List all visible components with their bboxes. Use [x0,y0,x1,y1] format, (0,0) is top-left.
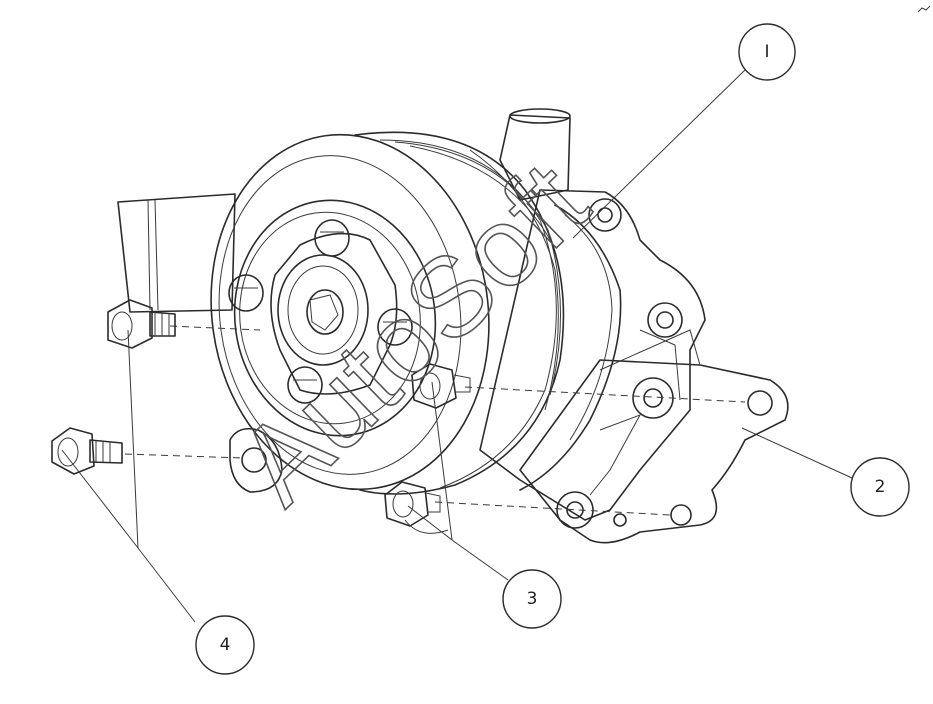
callout-4-label: 4 [220,635,231,655]
bolt-4-lower [51,427,123,475]
assembly-lines [124,325,746,516]
callout-1: I [738,23,796,81]
hub-bolt [314,219,350,257]
callout-3-label: 3 [527,589,538,609]
callout-2-label: 2 [875,477,886,497]
leader-lines [61,69,853,623]
callout-3: 3 [502,569,562,629]
inlet-stub [117,193,236,313]
corner-mark [917,5,931,13]
hub-bolt [228,274,264,312]
hub-bolt [377,308,413,346]
callout-2: 2 [850,457,910,517]
outlet-pipe [499,108,571,201]
bolt-3-upper [411,363,471,409]
pulley [210,131,565,495]
bolt-3-lower [384,481,449,534]
pump-housing [479,189,706,529]
callout-4: 4 [195,615,255,675]
hub-bolt [287,366,323,404]
callout-1-label: I [764,42,769,62]
bolt-4-upper [107,299,176,349]
mounting-bracket [519,329,789,544]
lower-left-ear [229,427,283,493]
